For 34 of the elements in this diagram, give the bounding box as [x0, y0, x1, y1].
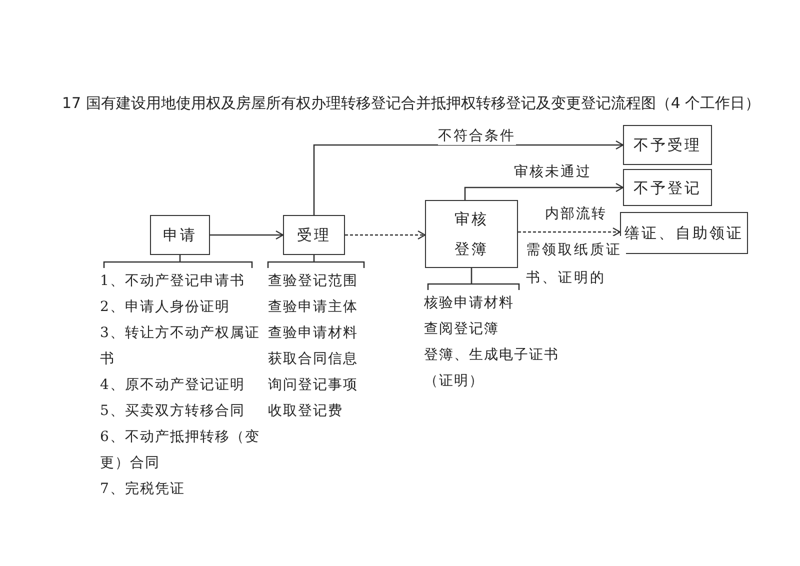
list-item: 收取登记费: [268, 402, 344, 421]
list-item: 5、买卖双方转移合同: [100, 402, 246, 421]
list-item: 查验登记范围: [268, 272, 359, 291]
bracket-connector: [267, 254, 365, 269]
process-box: 不予登记: [623, 169, 712, 206]
list-item: 3、转让方不动产权属证书: [100, 324, 260, 369]
list-item: 7、完税凭证: [100, 480, 186, 499]
list-item: 核验申请材料: [424, 294, 515, 313]
arrow: [518, 227, 621, 237]
list-item: 获取合同信息: [268, 350, 359, 369]
arrow: [345, 230, 426, 240]
process-box: 受理: [283, 215, 345, 255]
list-item: 6、不动产抵押转移（变更）合同: [100, 428, 260, 473]
process-box: 申请: [150, 215, 210, 255]
list-item: 登簿、生成电子证书（证明）: [424, 346, 560, 391]
arrow: [464, 182, 624, 200]
list-item: 1、不动产登记申请书: [100, 272, 246, 291]
process-box: 审核登簿: [425, 200, 518, 268]
list-item: 4、原不动产登记证明: [100, 376, 246, 395]
list-item: 2、申请人身份证明: [100, 298, 231, 317]
title: 17 国有建设用地使用权及房屋所有权办理转移登记合并抵押权转移登记及变更登记流程图（4 个工作日）: [62, 93, 762, 114]
list-item: 查验申请材料: [268, 324, 359, 343]
edge-label: 不符合条件: [438, 127, 516, 145]
list-item: 查阅登记簿: [424, 320, 500, 339]
list-item: 询问登记事项: [268, 376, 359, 395]
edge-label: 内部流转: [545, 205, 607, 223]
bracket-connector: [427, 267, 520, 291]
list-item: 查验申请主体: [268, 298, 359, 317]
bracket-connector: [103, 254, 253, 269]
arrow: [313, 140, 624, 215]
process-box: 不予受理: [623, 125, 712, 165]
edge-label: 审核未通过: [514, 163, 592, 181]
process-box: 缮证、自助领证: [620, 212, 748, 254]
arrow: [210, 230, 284, 240]
